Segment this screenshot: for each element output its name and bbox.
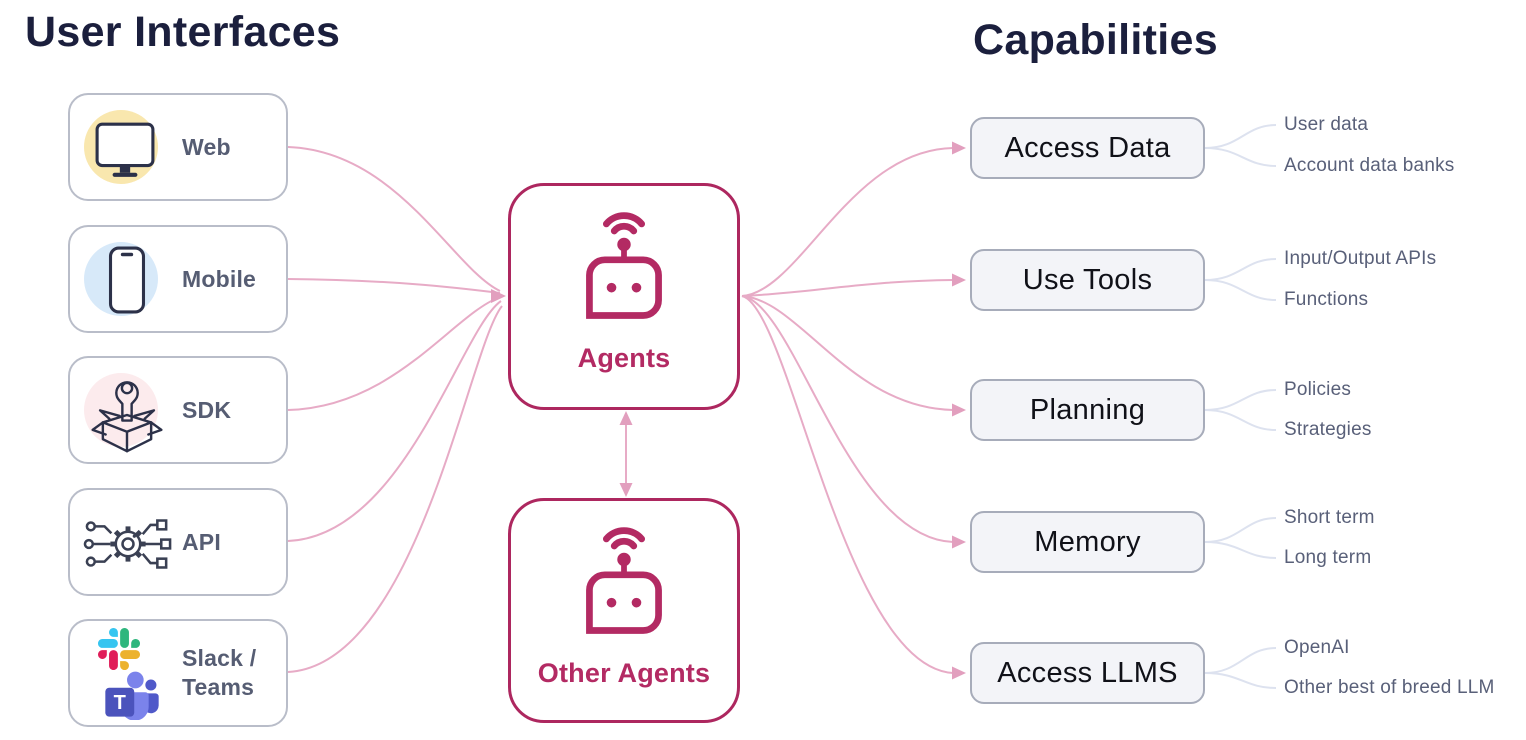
connector-api-to-agents (287, 300, 502, 542)
connector-mobile-to-agents (287, 278, 501, 294)
connector-sdk-to-agents (287, 296, 501, 411)
user-interfaces-title: User Interfaces (25, 8, 341, 56)
branch-access-llms-bot (1204, 672, 1277, 689)
ui-box-api: API (68, 488, 288, 596)
connector-agents-to-memory (741, 295, 954, 543)
ui-label-slack-teams: Slack / Teams (182, 645, 257, 700)
web-icon-zone (70, 95, 182, 199)
robot-icon (586, 527, 662, 634)
detail-policies: Policies (1284, 379, 1352, 400)
ui-box-mobile: Mobile (68, 225, 288, 333)
detail-short-term: Short term (1284, 507, 1375, 528)
connector-agents-to-access-data (741, 147, 954, 297)
arrowhead-up-to-agents (619, 411, 633, 425)
connector-agents-to-access-llms (741, 295, 954, 674)
gear-network-icon (83, 519, 172, 569)
detail-user-data: User data (1284, 114, 1369, 135)
robot-icon (586, 212, 662, 319)
sdk-icon-zone (70, 358, 182, 462)
smartphone-icon (108, 246, 146, 314)
branch-memory-bot (1204, 541, 1277, 559)
branch-access-data-top (1204, 124, 1277, 149)
ui-box-slack-teams: T Slack / Teams (68, 619, 288, 727)
ui-label-sdk: SDK (182, 396, 232, 423)
connector-slack-to-agents (287, 305, 503, 673)
ui-label-web: Web (182, 133, 231, 160)
cap-box-use-tools: Use Tools (970, 249, 1205, 311)
ui-box-sdk: SDK (68, 356, 288, 464)
capabilities-title: Capabilities (973, 16, 1218, 64)
mobile-icon-zone (70, 227, 182, 331)
ui-box-web: Web (68, 93, 288, 201)
detail-account-data-banks: Account data banks (1284, 155, 1455, 176)
detail-strategies: Strategies (1284, 419, 1372, 440)
monitor-icon (95, 122, 155, 177)
detail-openai: OpenAI (1284, 637, 1350, 658)
branch-planning-bot (1204, 409, 1277, 431)
other-agents-label: Other Agents (537, 658, 711, 688)
branch-use-tools-bot (1204, 279, 1277, 301)
detail-functions: Functions (1284, 289, 1369, 310)
detail-input-output-apis: Input/Output APIs (1284, 248, 1437, 269)
cap-box-planning: Planning (970, 379, 1205, 441)
teams-icon: T (105, 671, 159, 720)
slack-icon (98, 628, 140, 670)
branch-use-tools-top (1204, 258, 1277, 281)
arrowhead-memory (952, 535, 966, 549)
svg-text:T: T (114, 692, 126, 714)
arrowhead-access-llms (952, 666, 966, 680)
detail-long-term: Long term (1284, 547, 1372, 568)
connector-agents-to-use-tools (741, 279, 954, 297)
arrowhead-use-tools (952, 273, 966, 287)
ui-label-mobile: Mobile (182, 265, 257, 292)
branch-access-llms-top (1204, 647, 1277, 674)
branch-access-data-bot (1204, 147, 1277, 167)
arrowhead-down-to-other-agents (619, 483, 633, 497)
branch-memory-top (1204, 517, 1277, 543)
cap-box-access-data: Access Data (970, 117, 1205, 179)
ui-label-api: API (182, 528, 221, 555)
connector-agents-to-planning (741, 295, 954, 411)
branch-planning-top (1204, 389, 1277, 411)
cap-box-access-llms: Access LLMS (970, 642, 1205, 704)
api-icon-zone (70, 490, 182, 594)
open-box-wrench-icon (91, 381, 163, 453)
arrowhead-into-agents (491, 289, 506, 303)
slack-teams-icon-zone: T (70, 621, 182, 725)
other-agents-box: Other Agents (508, 498, 740, 723)
arrowhead-planning (952, 403, 966, 417)
arrowhead-access-data (952, 141, 966, 155)
connector-web-to-agents (287, 146, 501, 292)
cap-box-memory: Memory (970, 511, 1205, 573)
detail-other-best-of-breed-llm: Other best of breed LLM (1284, 677, 1495, 698)
agents-box: Agents (508, 183, 740, 410)
agents-label: Agents (577, 343, 671, 373)
